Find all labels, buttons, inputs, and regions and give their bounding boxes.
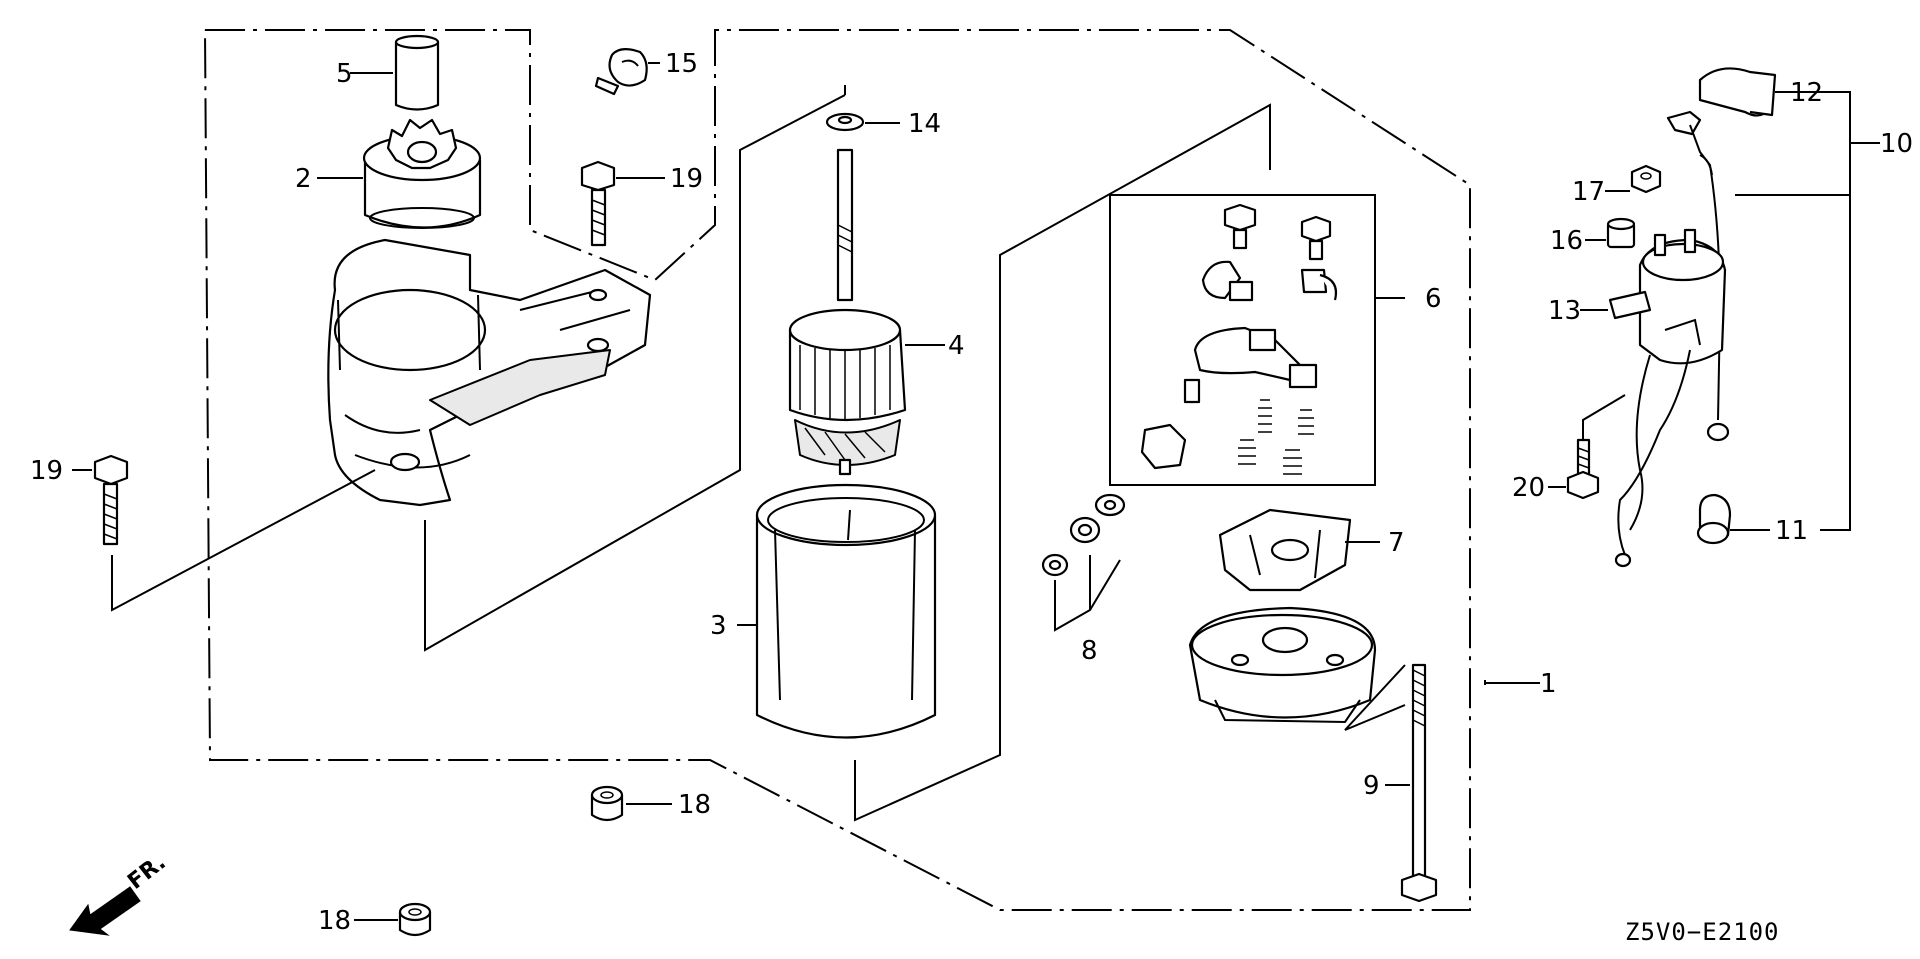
callout-6: 6: [1425, 284, 1442, 314]
part-19-bolt-left[interactable]: [93, 454, 376, 612]
callout-12: 12: [1790, 78, 1823, 108]
callout-2: 2: [295, 164, 312, 194]
callout-1: 1: [1540, 669, 1557, 699]
callout-8: 8: [1081, 636, 1098, 666]
callout-15: 15: [665, 49, 698, 79]
part-7-brush-plate[interactable]: [1218, 508, 1352, 592]
callout-14: 14: [908, 109, 941, 139]
leader-lines: [72, 62, 1880, 921]
part-19-bolt-upper[interactable]: [580, 160, 616, 247]
part-4-armature[interactable]: [788, 148, 907, 476]
callout-11: 11: [1775, 516, 1808, 546]
callout-19-left: 19: [30, 456, 63, 486]
callout-3: 3: [710, 611, 727, 641]
part-9-through-bolt[interactable]: [1344, 663, 1438, 903]
part-3-yoke[interactable]: [755, 483, 937, 739]
callout-20: 20: [1512, 473, 1545, 503]
callout-9: 9: [1363, 771, 1380, 801]
diagram-code: Z5V0−E2100: [1625, 918, 1780, 946]
callout-10: 10: [1880, 129, 1913, 159]
part-12-terminal-cap[interactable]: [1698, 67, 1777, 117]
callout-19-upper: 19: [670, 164, 703, 194]
callout-5: 5: [336, 59, 353, 89]
callout-18-upper: 18: [678, 790, 711, 820]
callout-4: 4: [948, 331, 965, 361]
part-2-pinion-gear[interactable]: [362, 118, 482, 229]
part-6-brush-holder-set[interactable]: [1109, 194, 1376, 486]
assembly-boundary-armature: [424, 85, 1271, 822]
part-18-collar-lower[interactable]: [398, 902, 432, 937]
rear-cover[interactable]: [1188, 606, 1377, 724]
callout-13: 13: [1548, 296, 1581, 326]
callout-16: 16: [1550, 226, 1583, 256]
part-8-washers[interactable]: [1041, 493, 1126, 632]
callout-7: 7: [1388, 528, 1405, 558]
part-14-washer[interactable]: [825, 112, 865, 132]
starter-front-housing[interactable]: [327, 238, 652, 507]
part-11-terminal-boot[interactable]: [1696, 493, 1732, 545]
callout-17: 17: [1572, 177, 1605, 207]
part-18-collar-upper[interactable]: [590, 785, 624, 822]
part-5-collar[interactable]: [394, 34, 440, 111]
front-direction-arrow: FR.: [69, 850, 171, 936]
callout-18-lower: 18: [318, 906, 351, 936]
assembly-boundary-1: [204, 29, 1471, 911]
part-16-collar[interactable]: [1606, 217, 1636, 249]
callout-labels: 1 2 3 4 5 6 7 8 9 10 11 12 13 14 15 16 1…: [30, 49, 1913, 936]
part-20-bolt[interactable]: [1566, 394, 1626, 500]
part-13-solenoid[interactable]: [1608, 228, 1727, 568]
part-15-clip[interactable]: [594, 48, 648, 96]
part-17-nut[interactable]: [1630, 164, 1662, 194]
